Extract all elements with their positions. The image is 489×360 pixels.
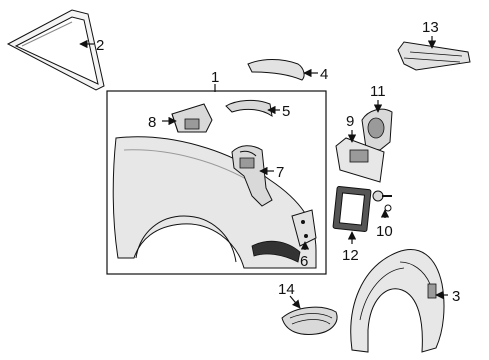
part-4-strip bbox=[247, 59, 305, 81]
callout-11: 11 bbox=[370, 83, 386, 100]
leader-lines bbox=[79, 36, 448, 309]
callout-13: 13 bbox=[422, 19, 439, 36]
callout-1: 1 bbox=[211, 69, 219, 86]
part-10-fastener bbox=[372, 190, 392, 212]
callout-8: 8 bbox=[148, 114, 156, 131]
part-5-seal bbox=[225, 99, 273, 118]
part-6-plate bbox=[291, 209, 317, 247]
callout-6: 6 bbox=[300, 253, 308, 270]
callout-2: 2 bbox=[96, 37, 104, 54]
quarter-window-glass bbox=[6, 9, 105, 91]
part-9-pocket bbox=[335, 137, 385, 183]
callout-12: 12 bbox=[342, 247, 359, 264]
part-13-rail bbox=[397, 41, 471, 71]
callout-14: 14 bbox=[278, 281, 295, 298]
part-14-vent bbox=[281, 306, 338, 335]
callout-5: 5 bbox=[282, 103, 290, 120]
callout-3: 3 bbox=[452, 288, 460, 305]
part-7-bracket bbox=[231, 145, 273, 207]
callout-10: 10 bbox=[376, 223, 393, 240]
part-11-housing bbox=[361, 108, 393, 151]
part-3-liner bbox=[350, 249, 445, 353]
callout-4: 4 bbox=[320, 66, 328, 83]
callout-7: 7 bbox=[276, 164, 284, 181]
callout-9: 9 bbox=[346, 113, 354, 130]
part-12-gasket bbox=[332, 186, 372, 232]
